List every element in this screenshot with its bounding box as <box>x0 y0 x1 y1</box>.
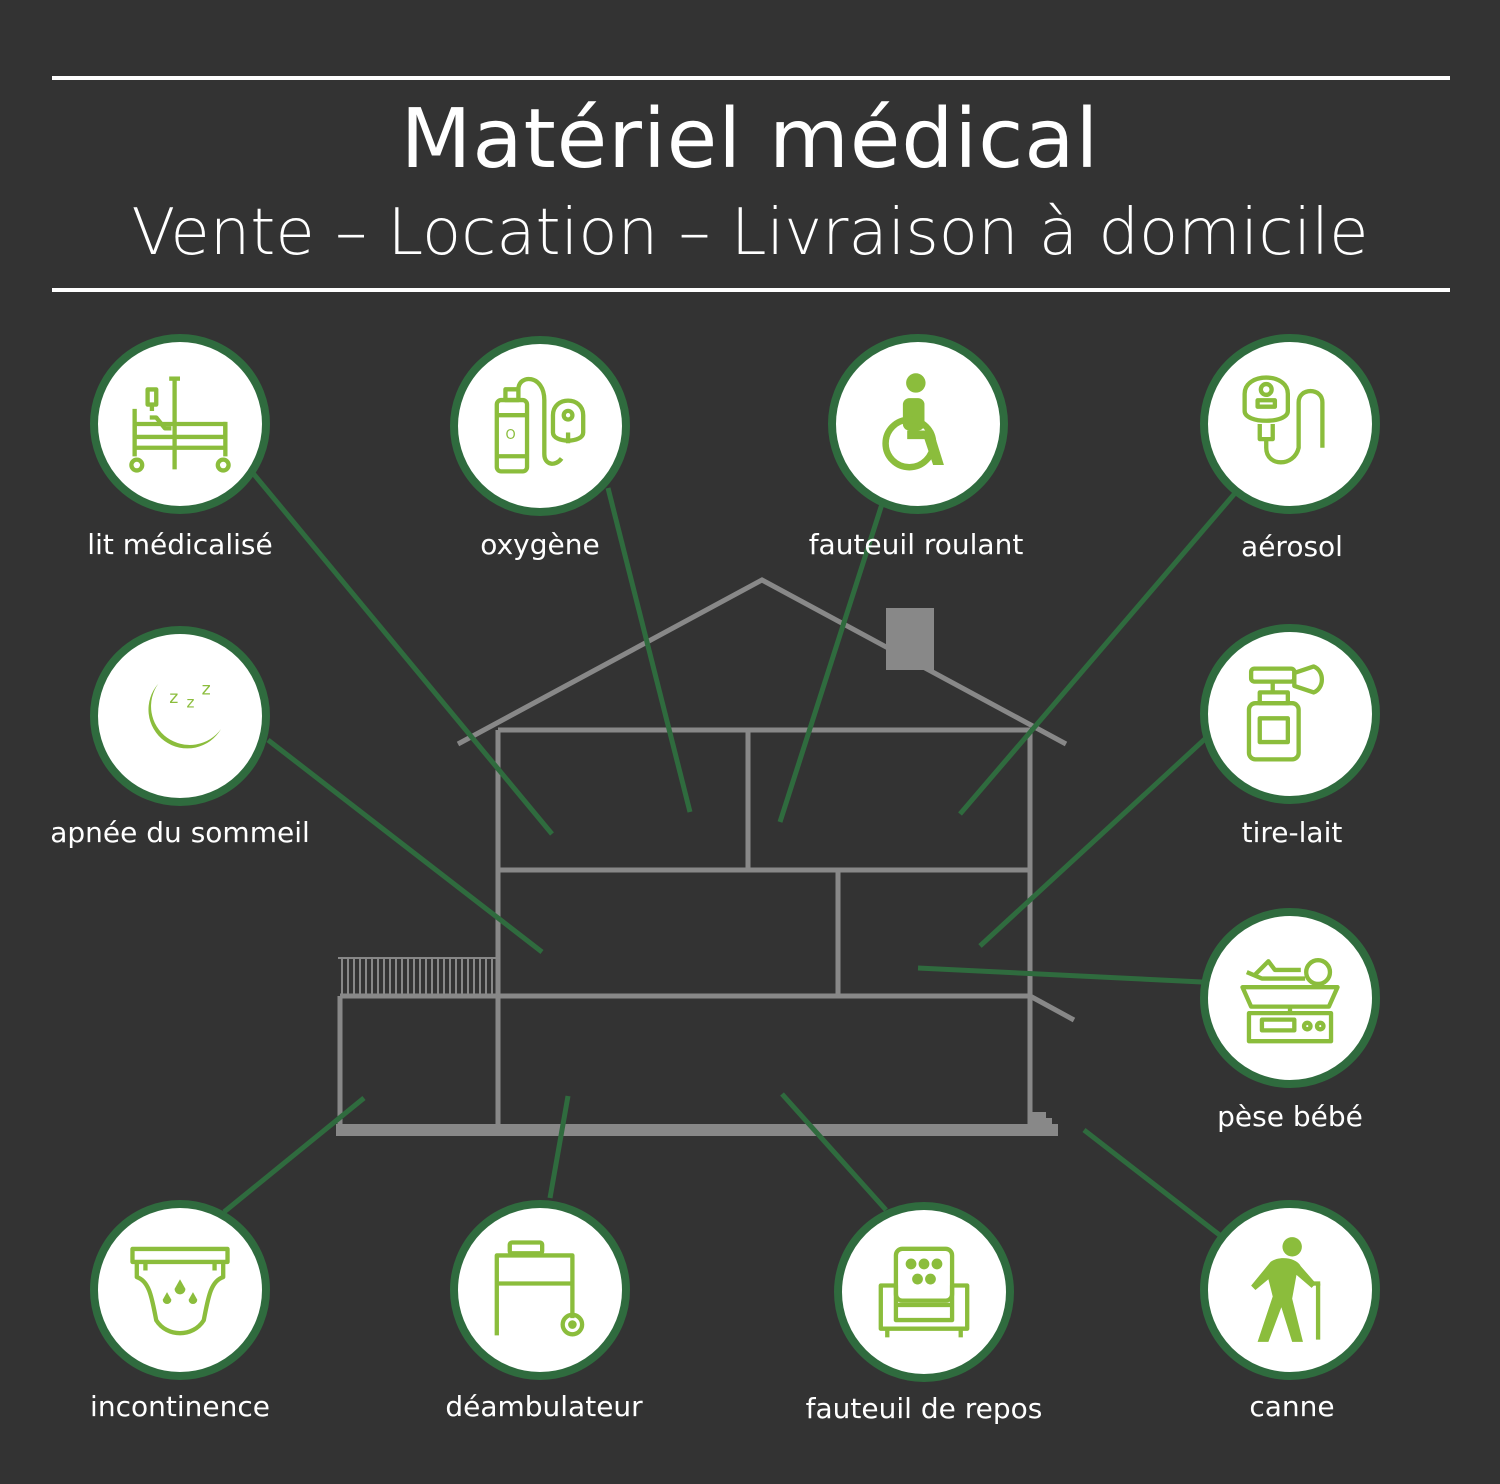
connector-canne <box>1082 1128 1228 1242</box>
badge-aerosol <box>1200 334 1380 514</box>
badge-canne <box>1200 1200 1380 1380</box>
label-fauteuil-roulant: fauteuil roulant <box>808 528 1024 561</box>
house-floor <box>336 1124 1058 1136</box>
label-fauteuil-repos: fauteuil de repos <box>805 1392 1043 1425</box>
armchair-icon <box>878 1246 970 1338</box>
page-subtitle: Vente – Location – Livraison à domicile <box>131 196 1369 270</box>
svg-text:z: z <box>202 679 211 699</box>
baby-scale-icon <box>1240 958 1340 1044</box>
badge-pese-bebe <box>1200 908 1380 1088</box>
badge-oxygene: O <box>450 336 630 516</box>
connector-incontinence <box>222 1096 366 1214</box>
top-rule <box>52 76 1450 80</box>
svg-text:O: O <box>505 428 515 443</box>
connector-lit <box>250 470 554 836</box>
label-oxygene: oxygène <box>480 528 600 561</box>
connector-lines <box>222 470 1238 1242</box>
label-pese-bebe: pèse bébé <box>1217 1100 1363 1133</box>
connector-deambulateur <box>547 1095 571 1199</box>
connector-tire-lait <box>978 736 1208 948</box>
svg-text:z: z <box>186 693 194 711</box>
badge-fauteuil-roulant <box>828 334 1008 514</box>
diaper-icon <box>130 1246 230 1336</box>
badge-incontinence <box>90 1200 270 1380</box>
badge-tire-lait <box>1200 624 1380 804</box>
connector-pese-bebe <box>917 965 1203 985</box>
label-incontinence: incontinence <box>90 1390 270 1423</box>
walker-icon <box>494 1240 585 1337</box>
label-aerosol: aérosol <box>1241 530 1343 563</box>
breast-pump-icon <box>1246 664 1325 762</box>
connector-fauteuil-roulant <box>777 503 885 823</box>
roof <box>456 577 1068 747</box>
elderly-cane-icon <box>1251 1237 1321 1342</box>
label-canne: canne <box>1249 1390 1335 1423</box>
house-outline <box>337 577 1076 1128</box>
svg-text:z: z <box>169 688 178 708</box>
oxygen-tank-icon: O <box>494 376 586 474</box>
bottom-rule <box>52 288 1450 292</box>
hospital-bed-icon <box>129 376 231 473</box>
chimney <box>886 608 934 670</box>
connector-aerosol <box>958 490 1238 816</box>
label-apnee-sommeil: apnée du sommeil <box>50 816 310 849</box>
label-deambulateur: déambulateur <box>445 1390 643 1423</box>
badge-fauteuil-repos <box>834 1202 1014 1382</box>
badge-lit-medicalise <box>90 334 270 514</box>
label-tire-lait: tire-lait <box>1241 816 1343 849</box>
aerosol-mask-icon <box>1242 375 1325 465</box>
page-title: Matériel médical <box>400 92 1100 187</box>
moon-sleep-icon: z z z <box>148 679 222 749</box>
connector-oxygene <box>605 487 693 813</box>
connector-fauteuil-repos <box>780 1092 888 1212</box>
badge-apnee-sommeil: z z z <box>90 626 270 806</box>
badge-deambulateur <box>450 1200 630 1380</box>
steps <box>1030 1112 1052 1126</box>
label-lit-medicalise: lit médicalisé <box>87 528 273 561</box>
wheelchair-icon <box>882 373 944 471</box>
connector-apnee <box>266 738 544 954</box>
